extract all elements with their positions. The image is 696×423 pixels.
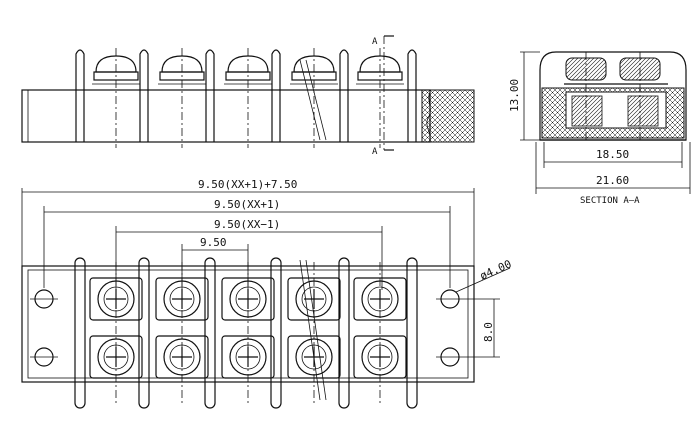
barrier (139, 49, 149, 142)
screw-head (95, 55, 137, 73)
barrier-top (338, 257, 350, 409)
barrier (339, 49, 349, 142)
side-view: A A (21, 35, 475, 157)
screw-head (359, 55, 401, 73)
dim-hole: ø4.00 (478, 257, 514, 282)
section-view: 13.00 18.50 21.60 SECTION A–A (508, 51, 691, 206)
section-label: SECTION A–A (580, 196, 640, 206)
barrier (271, 49, 281, 142)
barrier-top (270, 257, 282, 409)
dim-length-minus: 9.50(XX−1) (214, 218, 280, 231)
section-marker-bottom: A (372, 147, 378, 157)
barrier (205, 49, 215, 142)
screw-head (293, 55, 335, 73)
dim-row-pitch: 8.0 (482, 322, 495, 342)
top-view: ø4.00 8.0 9.50(XX+1)+7.50 9.50(XX+1) 9.5… (21, 178, 514, 409)
barrier-top (406, 257, 418, 409)
barrier (75, 49, 85, 142)
barrier-top (138, 257, 150, 409)
dim-outer-width: 21.60 (596, 174, 629, 187)
dim-pitch: 9.50 (200, 236, 227, 249)
barrier-top (74, 257, 86, 409)
barrier (407, 49, 417, 142)
dim-length-plus: 9.50(XX+1) (214, 198, 280, 211)
screw-head (161, 55, 203, 73)
section-marker-top: A (372, 37, 378, 47)
dim-total-length: 9.50(XX+1)+7.50 (198, 178, 297, 191)
dim-height: 13.00 (508, 79, 521, 112)
dim-inner-width: 18.50 (596, 148, 629, 161)
barrier-top (204, 257, 216, 409)
screw-head (227, 55, 269, 73)
